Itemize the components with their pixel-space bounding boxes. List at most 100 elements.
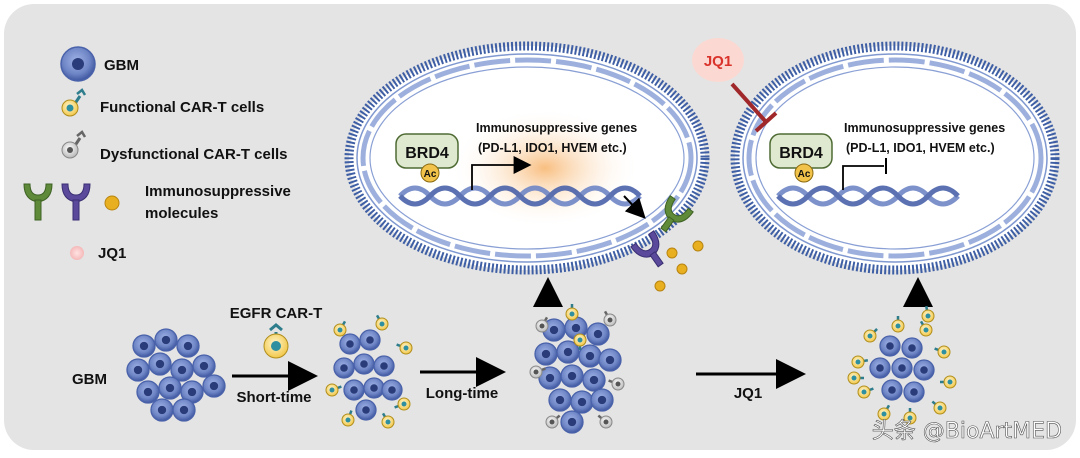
functional-car-t-cell bbox=[857, 385, 874, 399]
gbm-cluster-jq1 bbox=[847, 305, 957, 425]
blocked-transcription-line bbox=[842, 165, 884, 190]
genes-label-left-1: Immunosuppressive genes bbox=[476, 121, 637, 135]
legend-jq1-icon bbox=[70, 246, 84, 260]
secreted-receptor-green bbox=[660, 195, 694, 233]
gbm-cell bbox=[170, 358, 194, 382]
jq1-inhibitor: JQ1 bbox=[692, 38, 778, 133]
functional-car-t-cell bbox=[940, 375, 957, 389]
gbm-cell bbox=[136, 380, 160, 404]
gbm-cell bbox=[556, 340, 580, 364]
jq1-treatment-label: JQ1 bbox=[734, 385, 762, 402]
legend-receptor-purple-icon bbox=[61, 183, 91, 221]
gbm-cell bbox=[343, 379, 365, 401]
gbm-cell bbox=[548, 388, 572, 412]
dysfunctional-car-t-cell bbox=[603, 310, 617, 327]
gbm-cell bbox=[586, 322, 610, 346]
expression-glow bbox=[450, 108, 640, 228]
brd4-label-right: BRD4 bbox=[779, 145, 823, 162]
gbm-cell bbox=[154, 328, 178, 352]
functional-car-t-cell bbox=[903, 408, 917, 425]
gbm-cell bbox=[132, 334, 156, 358]
jq1-inhibitor-label: JQ1 bbox=[704, 53, 732, 70]
legend-gbm-icon bbox=[60, 46, 96, 82]
legend-molecule-icon bbox=[104, 195, 120, 211]
dysfunctional-car-t-cell bbox=[597, 414, 613, 429]
functional-car-t-cell bbox=[573, 333, 587, 350]
gbm-cell bbox=[560, 364, 584, 388]
transcription-arrow-left bbox=[471, 156, 532, 190]
gbm-cell bbox=[176, 334, 200, 358]
dysfunctional-car-t-cell bbox=[535, 316, 549, 333]
gbm-cluster-initial bbox=[126, 328, 226, 422]
legend: GBM Functional CAR-T cells Dysfunctional… bbox=[23, 46, 291, 262]
ac-label-left: Ac bbox=[424, 169, 437, 180]
gbm-cell bbox=[879, 335, 901, 357]
functional-car-t-cell bbox=[565, 304, 579, 321]
functional-car-t-cell bbox=[863, 328, 878, 343]
gbm-cell bbox=[353, 353, 375, 375]
gbm-cell bbox=[560, 410, 584, 434]
long-time-label: Long-time bbox=[426, 385, 499, 402]
functional-car-t-cell bbox=[877, 404, 891, 421]
dysfunctional-car-t-cell bbox=[529, 365, 546, 379]
ac-mark-right bbox=[794, 163, 814, 183]
functional-car-t-cell bbox=[394, 397, 411, 411]
gbm-cell bbox=[578, 344, 602, 368]
gbm-cell bbox=[202, 374, 226, 398]
gbm-cell bbox=[534, 342, 558, 366]
dysfunctional-car-t-cell bbox=[608, 377, 625, 391]
jq1-inhibition-line bbox=[730, 82, 768, 124]
legend-functional-car-t-icon bbox=[61, 88, 87, 117]
legend-immuno-label-2: molecules bbox=[145, 205, 218, 222]
ac-label-right: Ac bbox=[798, 169, 811, 180]
brd4-label-left: BRD4 bbox=[405, 145, 449, 162]
ac-mark-left bbox=[420, 163, 440, 183]
genes-label-right-1: Immunosuppressive genes bbox=[844, 121, 1005, 135]
gbm-cell bbox=[590, 388, 614, 412]
bottom-gbm-label: GBM bbox=[72, 371, 107, 388]
genes-label-right-2: (PD-L1, IDO1, HVEM etc.) bbox=[846, 141, 995, 155]
gbm-cell bbox=[339, 333, 361, 355]
functional-car-t-cell bbox=[375, 314, 389, 331]
functional-car-t-cell bbox=[396, 341, 413, 355]
gbm-cell bbox=[172, 398, 196, 422]
legend-gbm-label: GBM bbox=[104, 57, 139, 74]
egfr-car-t-icon bbox=[263, 323, 289, 359]
gbm-cell bbox=[180, 380, 204, 404]
dna-helix-left bbox=[398, 185, 642, 207]
functional-car-t-cell bbox=[921, 305, 935, 323]
functional-car-t-cell bbox=[851, 355, 869, 369]
gbm-cell bbox=[913, 359, 935, 381]
short-time-label: Short-time bbox=[237, 389, 312, 406]
legend-dysfunctional-car-t-icon bbox=[61, 130, 87, 159]
gbm-cell bbox=[355, 399, 377, 421]
gbm-cell bbox=[901, 337, 923, 359]
gbm-cell bbox=[598, 348, 622, 372]
egfr-car-t-label: EGFR CAR-T bbox=[230, 305, 323, 322]
dna-helix-right bbox=[776, 185, 960, 207]
dysfunctional-car-t-cell bbox=[545, 414, 561, 429]
nucleus-right: BRD4 Ac Immunosuppressive genes (PD-L1, … bbox=[730, 41, 1060, 275]
gbm-cell bbox=[891, 357, 913, 379]
functional-car-t-cell bbox=[333, 320, 347, 337]
functional-car-t-cell bbox=[934, 345, 951, 359]
secreted-receptor-purple bbox=[630, 230, 664, 268]
legend-immuno-label-1: Immunosuppressive bbox=[145, 183, 291, 200]
functional-car-t-cell bbox=[891, 316, 905, 333]
legend-receptor-green-icon bbox=[23, 183, 53, 221]
functional-car-t-cell bbox=[919, 320, 933, 337]
gbm-cell bbox=[582, 368, 606, 392]
gbm-cell bbox=[381, 379, 403, 401]
gbm-cell bbox=[148, 352, 172, 376]
gbm-cell bbox=[570, 390, 594, 414]
gbm-cell bbox=[869, 357, 891, 379]
gbm-cell bbox=[192, 354, 216, 378]
watermark: 头条 @BioArtMED bbox=[872, 419, 1062, 444]
nucleus-left: BRD4 Ac Immunosuppressive genes (PD-L1, … bbox=[344, 41, 710, 275]
legend-dysfunctional-label: Dysfunctional CAR-T cells bbox=[100, 146, 288, 163]
gbm-cell bbox=[903, 381, 925, 403]
gbm-cell bbox=[359, 329, 381, 351]
functional-car-t-cell bbox=[341, 410, 355, 427]
functional-car-t-cell bbox=[847, 371, 864, 385]
